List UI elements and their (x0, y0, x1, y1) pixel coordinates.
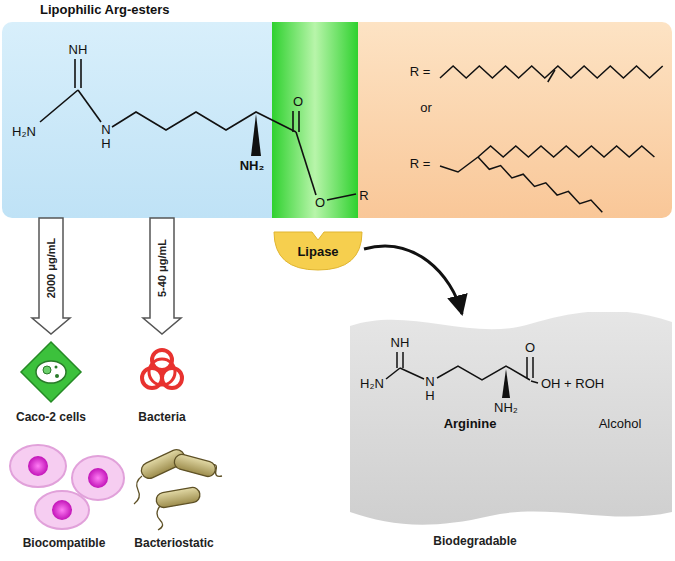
arginine-bonds (400, 368, 424, 379)
bacteria-rods (173, 453, 217, 478)
bacteria-rods (134, 476, 142, 504)
caco2-diamond (55, 374, 59, 378)
ester-bond-panel: OO (272, 22, 358, 218)
block-arrow (32, 218, 70, 334)
cell-picture (10, 445, 124, 529)
caco2-diamond (43, 366, 51, 374)
dose-label: 2000 μg/mL (45, 237, 58, 300)
arginine-bonds (396, 352, 398, 368)
node-text: O (293, 95, 303, 110)
wedge-bond (251, 114, 261, 156)
node-text: NH (391, 336, 410, 351)
ester-bonds (327, 194, 356, 200)
node-text: Alcohol (599, 417, 642, 432)
caco2-diamond (21, 342, 81, 402)
block-arrow (143, 218, 181, 334)
arginine-bonds (526, 357, 528, 378)
cell-picture (52, 500, 72, 520)
arginine-bonds (437, 366, 530, 380)
node-text: Arginine (444, 417, 497, 432)
node-text: Bacteria (138, 411, 185, 425)
caco2-diamond (21, 342, 81, 402)
node-text: H₂N (12, 125, 36, 140)
wedge-bond (502, 369, 510, 398)
ester-bonds (40, 59, 356, 200)
ester-bonds (112, 112, 296, 132)
biohazard-symbol (142, 350, 182, 388)
arginine-bonds (386, 368, 400, 379)
node-text: R = (410, 157, 431, 172)
arginine-bonds (532, 357, 534, 378)
node-text: O (525, 341, 535, 356)
node-text: NH₂ (494, 401, 518, 416)
ester-bonds (292, 111, 294, 132)
cell-picture (35, 491, 89, 529)
ester-bonds (40, 90, 78, 122)
ester-bonds (74, 59, 76, 88)
alkyl-chain (440, 157, 478, 172)
node-text: R = (410, 65, 431, 80)
ester-bonds (298, 111, 300, 132)
curved-arrow (364, 246, 462, 314)
node-text: N H (425, 375, 435, 404)
bacteria-rods (157, 506, 163, 530)
alkyl-panel: R R = or R = (358, 22, 672, 218)
diagram-title: Lipophilic Arg-esters (40, 3, 170, 18)
node-text: or (420, 101, 432, 116)
bacteria-rods (134, 447, 222, 530)
arginine-bonds (402, 352, 404, 368)
arginine-bonds (386, 352, 538, 383)
node-text: H₂N (360, 377, 384, 392)
cell-picture (28, 456, 48, 476)
node-text: R (359, 189, 368, 204)
ester-bonds (80, 59, 82, 88)
dose-label: 5-40 μg/mL (156, 238, 169, 298)
node-text: NH (69, 43, 88, 58)
ester-bonds (296, 132, 316, 195)
cell-picture (88, 468, 108, 488)
node-text: O (315, 196, 325, 211)
node-text: Bacteriostatic (134, 537, 213, 551)
alkyl-chain (478, 146, 654, 157)
node-text: Caco-2 cells (16, 411, 86, 425)
node-text: OH + ROH (541, 377, 604, 392)
alkyl-chain (548, 70, 555, 82)
cell-picture (72, 456, 124, 500)
node-text: NH₂ (240, 159, 265, 174)
alkyl-chain (440, 66, 663, 212)
product-panel: NH H₂N N H O OH + ROH NH₂Arginine AlcoholBiode… (350, 312, 672, 554)
node-text: Biocompatible (23, 537, 106, 551)
node-text: N H (101, 123, 111, 152)
node-text: Lipase (297, 245, 338, 260)
node-text: Biodegradable (433, 535, 516, 549)
caco2-diamond (36, 361, 66, 383)
biohazard-symbol (149, 359, 175, 385)
bacteria-rods (155, 486, 201, 508)
alkyl-chain (478, 157, 602, 212)
caco2-diamond (55, 366, 58, 369)
arginine-bonds (531, 381, 538, 383)
biohazard-symbol (159, 369, 165, 375)
lipase-enzyme: Lipase (272, 226, 364, 272)
cell-picture (10, 445, 66, 487)
ester-bonds (78, 90, 101, 122)
